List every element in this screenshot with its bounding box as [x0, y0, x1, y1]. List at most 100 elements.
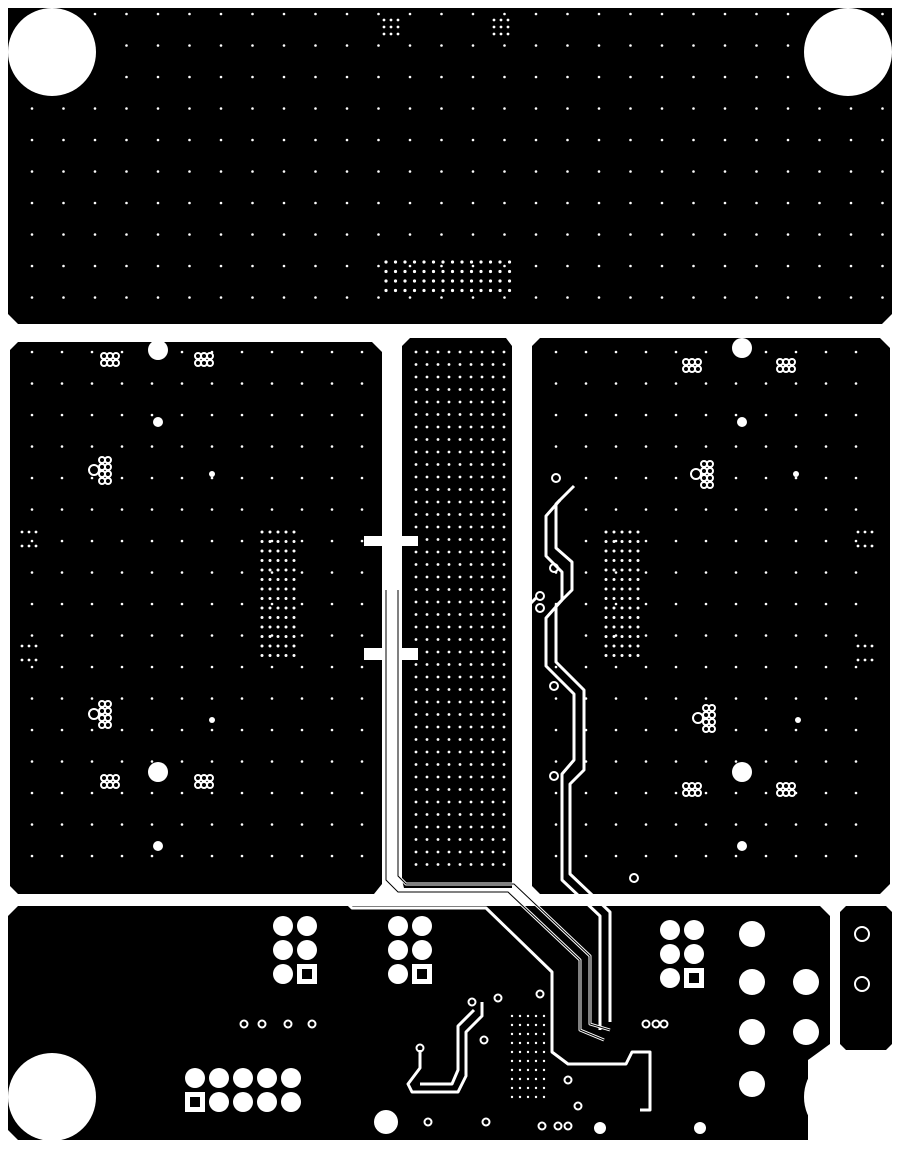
via-ring-icon — [112, 774, 120, 782]
via-icon — [389, 25, 393, 29]
via-ring-icon — [573, 1101, 583, 1111]
via-icon — [692, 201, 695, 205]
mounting-hole-icon — [8, 1053, 96, 1141]
via-icon — [794, 508, 798, 511]
via-icon — [436, 563, 440, 566]
via-ring-icon — [493, 993, 503, 1003]
via-icon — [447, 800, 451, 804]
via-icon — [150, 823, 154, 826]
via-icon — [414, 825, 418, 829]
via-icon — [854, 697, 858, 700]
via-icon — [542, 1059, 546, 1063]
via-icon — [377, 138, 380, 142]
via-icon — [125, 201, 128, 205]
via-icon — [794, 602, 798, 606]
mounting-hole-icon — [8, 8, 96, 96]
via-icon — [282, 44, 286, 47]
pad-hole — [190, 1097, 200, 1107]
via-icon — [518, 1041, 522, 1045]
via-icon — [300, 728, 304, 732]
via-icon — [469, 488, 473, 491]
via-icon — [300, 823, 304, 826]
via-icon — [794, 413, 798, 417]
via-icon — [436, 438, 440, 441]
via-icon — [469, 625, 473, 629]
via-ring-icon — [708, 725, 716, 733]
via-icon — [436, 863, 440, 866]
via-icon — [425, 350, 429, 354]
via-icon — [870, 658, 874, 662]
via-icon — [734, 854, 738, 858]
copper-pours — [8, 8, 892, 1140]
round-pad-icon — [257, 1068, 277, 1088]
via-icon — [62, 296, 65, 299]
via-icon — [120, 665, 124, 669]
via-icon — [240, 602, 244, 606]
via-icon — [284, 616, 288, 619]
via-icon — [412, 288, 417, 293]
via-icon — [422, 279, 426, 283]
via-icon — [282, 75, 286, 79]
via-icon — [156, 44, 160, 47]
via-icon — [584, 791, 588, 795]
via-icon — [447, 750, 451, 754]
via-icon — [240, 413, 244, 417]
via-icon — [120, 571, 124, 574]
via-icon — [93, 201, 97, 205]
via-icon — [30, 571, 34, 574]
via-icon — [90, 728, 94, 732]
via-icon — [499, 18, 503, 22]
via-icon — [491, 788, 495, 791]
via-icon — [734, 413, 738, 417]
via-icon — [276, 559, 280, 562]
via-icon — [458, 475, 462, 479]
via-icon — [125, 170, 128, 173]
via-icon — [584, 508, 588, 511]
via-icon — [360, 508, 364, 511]
via-ring-icon — [112, 781, 120, 789]
via-icon — [469, 475, 473, 479]
via-icon — [502, 463, 506, 466]
via-icon — [704, 697, 708, 700]
via-icon — [510, 1050, 514, 1054]
pour-top — [8, 8, 892, 324]
via-icon — [584, 571, 588, 574]
via-icon — [764, 571, 768, 574]
via-icon — [479, 269, 483, 274]
via-icon — [502, 838, 506, 841]
via-icon — [156, 296, 160, 299]
via-icon — [469, 788, 473, 791]
via-icon — [270, 445, 274, 448]
via-icon — [636, 635, 640, 638]
via-icon — [360, 854, 364, 858]
via-icon — [604, 597, 608, 600]
via-icon — [604, 635, 608, 638]
via-icon — [458, 550, 462, 554]
round-pad-icon — [739, 1019, 765, 1045]
via-icon — [674, 508, 678, 511]
via-icon — [436, 775, 440, 779]
via-icon — [755, 107, 758, 110]
via-icon — [260, 654, 264, 657]
via-icon — [260, 559, 264, 562]
via-icon — [786, 12, 790, 16]
via-icon — [674, 571, 678, 574]
via-icon — [597, 201, 601, 205]
via-icon — [704, 571, 708, 574]
via-icon — [219, 296, 223, 299]
via-icon — [425, 500, 429, 504]
via-icon — [469, 288, 474, 293]
via-icon — [93, 12, 97, 16]
via-icon — [330, 350, 334, 354]
via-icon — [314, 107, 317, 110]
via-icon — [240, 823, 244, 826]
via-icon — [414, 650, 418, 654]
via-icon — [881, 264, 884, 268]
via-icon — [491, 825, 495, 829]
via-icon — [644, 760, 648, 763]
via-icon — [566, 75, 569, 79]
via-icon — [436, 788, 440, 791]
via-icon — [734, 728, 738, 732]
via-icon — [794, 760, 798, 763]
via-icon — [414, 813, 418, 816]
